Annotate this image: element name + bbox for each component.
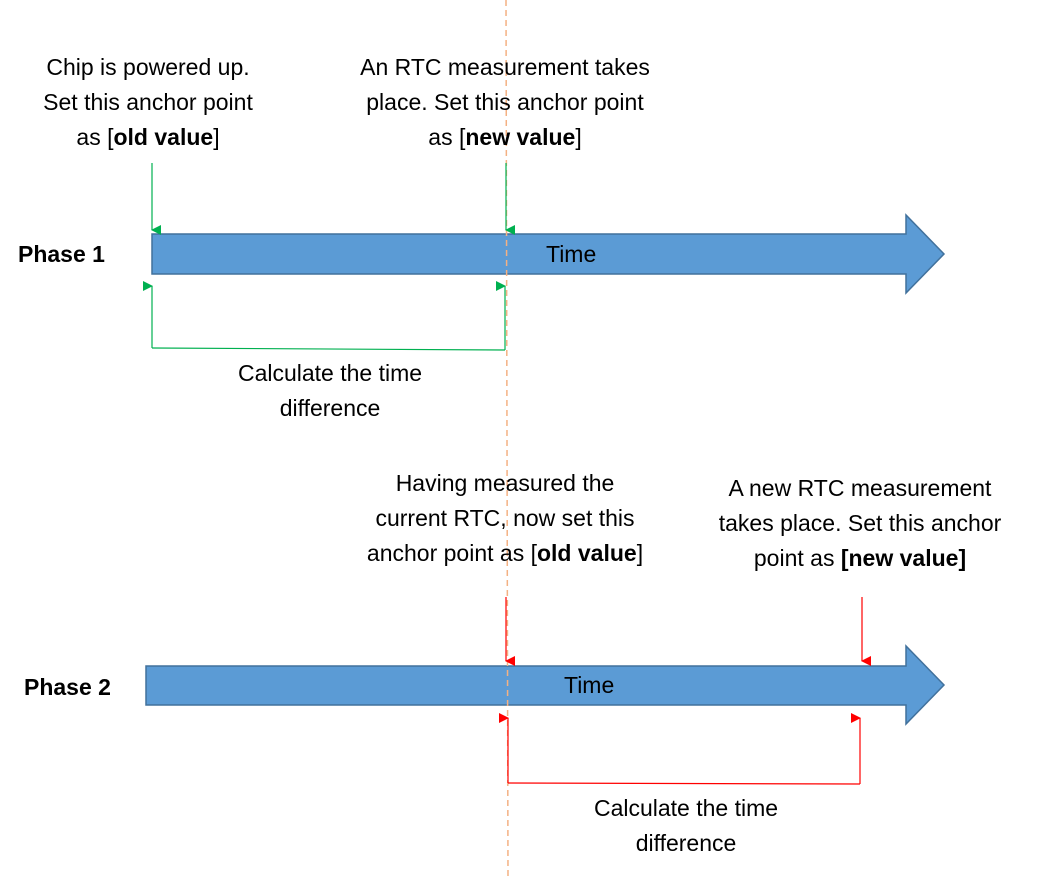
phase2-time-label: Time (564, 672, 615, 698)
annotation-line: place. Set this anchor point (366, 89, 644, 115)
annotation-line: point as [new value] (753, 545, 967, 571)
annotation-line: Chip is powered up. (46, 54, 250, 80)
phase2-label: Phase 2 (24, 674, 111, 700)
annotation-line: current RTC, now set this (375, 505, 635, 531)
phase1-difference-annotation: Calculate the time difference (180, 356, 480, 426)
phase1-label: Phase 1 (18, 241, 105, 267)
annotation-line: Calculate the time (593, 795, 779, 821)
annotation-line: as [new value] (428, 124, 582, 150)
phase2-new-rtc-measurement-annotation: A new RTC measurement takes place. Set t… (690, 471, 1030, 576)
phase1-timeline-arrow (151, 213, 946, 295)
annotation-line: A new RTC measurement (728, 475, 992, 501)
annotation-line: difference (635, 830, 737, 856)
annotation-line: takes place. Set this anchor (718, 510, 1002, 536)
annotation-line: anchor point as [old value] (366, 540, 644, 566)
phase2-timeline-arrow (145, 644, 946, 726)
annotation-line: An RTC measurement takes (360, 54, 650, 80)
old-value-emphasis: old value (536, 540, 637, 566)
phase2-difference-bracket-base (507, 782, 861, 785)
old-value-emphasis: old value (113, 124, 214, 150)
annotation-line: Set this anchor point (43, 89, 253, 115)
new-value-emphasis: [new value] (840, 545, 967, 571)
phase1-rtc-measurement-annotation: An RTC measurement takes place. Set this… (320, 50, 690, 155)
phase2-difference-annotation: Calculate the time difference (536, 791, 836, 861)
phase1-power-up-annotation: Chip is powered up. Set this anchor poin… (0, 50, 296, 155)
phase1-difference-bracket-base (151, 347, 506, 351)
phase2-old-value-annotation: Having measured the current RTC, now set… (320, 466, 690, 571)
phase1-time-label: Time (546, 241, 597, 267)
annotation-line: Calculate the time (237, 360, 423, 386)
annotation-line: as [old value] (76, 124, 220, 150)
annotation-line: difference (279, 395, 381, 421)
new-value-emphasis: new value (465, 124, 576, 150)
annotation-line: Having measured the (395, 470, 615, 496)
